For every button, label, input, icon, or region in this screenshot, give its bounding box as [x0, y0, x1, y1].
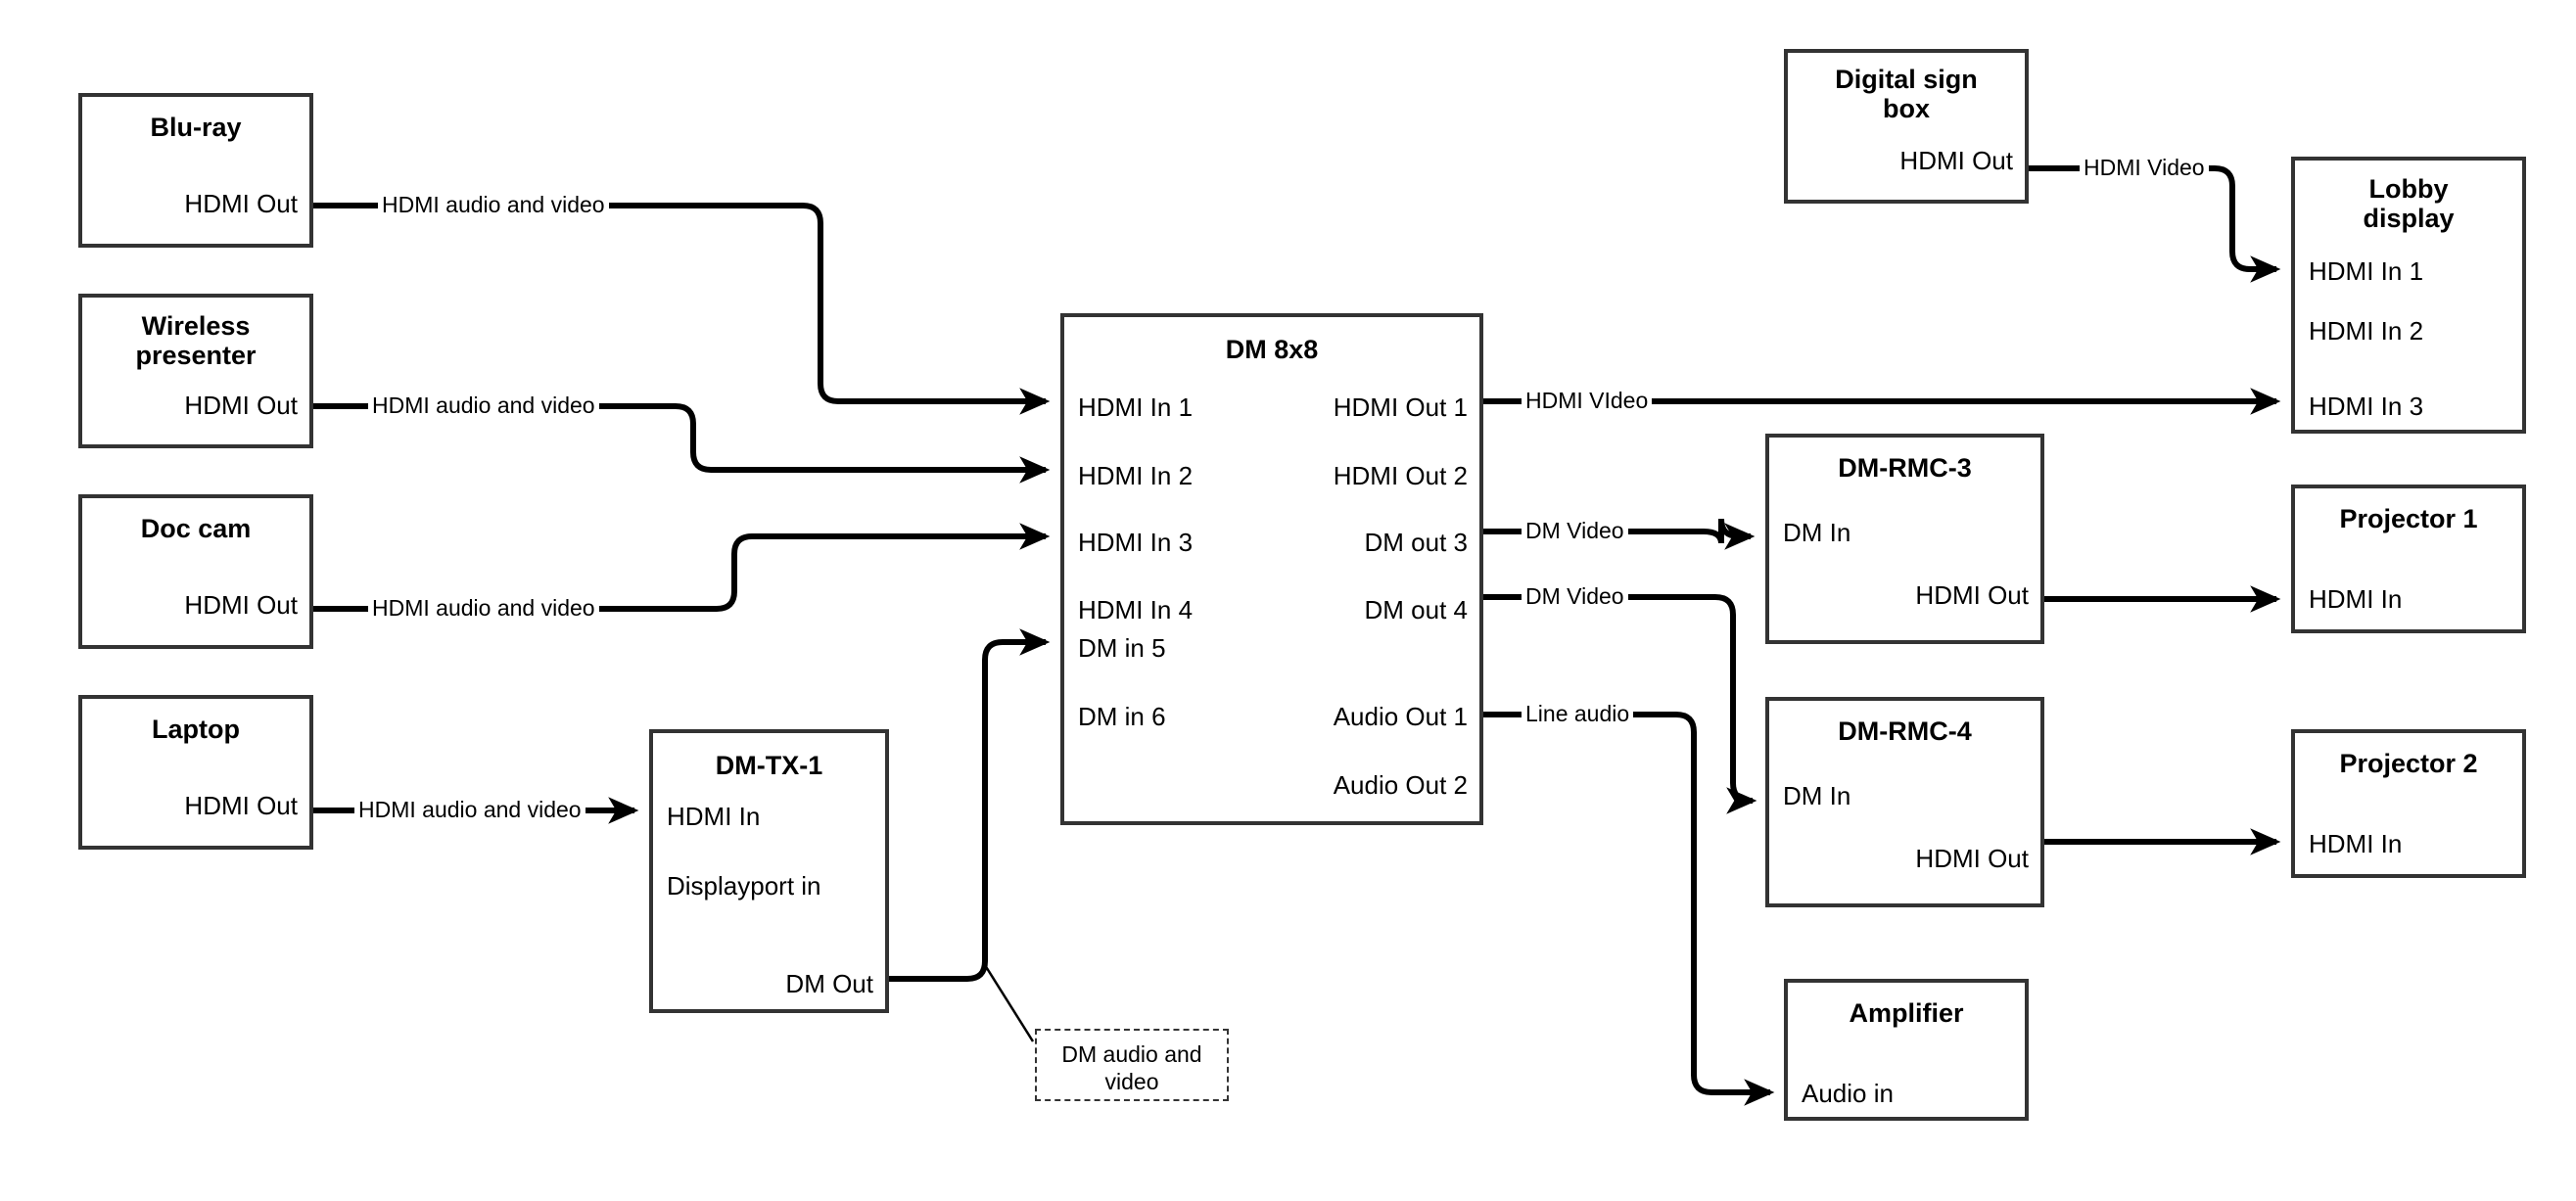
node-title-dm-rmc-3: DM-RMC-3: [1838, 453, 1972, 483]
port-dm-rmc-3-hdmi-out[interactable]: HDMI Out: [1915, 580, 2029, 610]
port-dm-rmc-3-dm-in[interactable]: DM In: [1783, 518, 1851, 547]
port-dm-8x8-hdmi-in-4[interactable]: HDMI In 4: [1078, 595, 1194, 624]
port-dm-8x8-hdmi-out-2[interactable]: HDMI Out 2: [1333, 461, 1468, 490]
node-laptop[interactable]: Laptop HDMI Out: [78, 695, 313, 850]
node-title-lobby-display: Lobby display: [2363, 174, 2455, 234]
port-dm-8x8-dm-out-4[interactable]: DM out 4: [1364, 595, 1469, 624]
note-text: DM audio and video: [1061, 1041, 1202, 1095]
wire-label-dm-out-4-to-rmc4: DM Video: [1522, 585, 1628, 608]
port-lobby-display-hdmi-in-3[interactable]: HDMI In 3: [2309, 392, 2424, 421]
port-lobby-display-hdmi-in-2[interactable]: HDMI In 2: [2309, 316, 2424, 346]
wire-label-wireless-to-hdmi-in-2: HDMI audio and video: [368, 394, 599, 417]
wire-label-bluray-to-hdmi-in-1: HDMI audio and video: [378, 194, 609, 216]
node-dm-rmc-3[interactable]: DM-RMC-3 DM In HDMI Out: [1765, 434, 2044, 644]
node-dm-tx-1[interactable]: DM-TX-1 HDMI In Displayport in DM Out: [649, 729, 889, 1013]
node-title-wireless-presenter: Wireless presenter: [135, 311, 257, 371]
port-laptop-hdmi-out[interactable]: HDMI Out: [184, 791, 298, 820]
wire-digsign-to-lobby-hdmi-in-1: [2029, 165, 2281, 283]
port-lobby-display-hdmi-in-1[interactable]: HDMI In 1: [2309, 256, 2424, 286]
node-blu-ray[interactable]: Blu-ray HDMI Out: [78, 93, 313, 248]
wire-label-dm-out-3-to-rmc3: DM Video: [1522, 520, 1628, 542]
node-title-doc-cam: Doc cam: [140, 514, 252, 543]
wire-dmtx-to-dm-in-5: [889, 628, 1051, 982]
node-title-dm-8x8: DM 8x8: [1225, 335, 1319, 364]
port-amplifier-audio-in[interactable]: Audio in: [1802, 1079, 1894, 1108]
port-digital-sign-box-hdmi-out[interactable]: HDMI Out: [1899, 146, 2013, 175]
port-projector-2-hdmi-in[interactable]: HDMI In: [2309, 829, 2403, 858]
node-title-blu-ray: Blu-ray: [150, 113, 242, 142]
node-amplifier[interactable]: Amplifier Audio in: [1784, 979, 2029, 1121]
wire-label-audio-out-1-to-amplifier: Line audio: [1522, 703, 1634, 725]
node-title-laptop: Laptop: [152, 715, 240, 744]
port-dm-tx-1-hdmi-in[interactable]: HDMI In: [667, 802, 761, 831]
port-dm-8x8-dm-in-5[interactable]: DM in 5: [1078, 633, 1166, 663]
port-doc-cam-hdmi-out[interactable]: HDMI Out: [184, 590, 298, 620]
wire-label-digsign-to-lobby: HDMI Video: [2080, 157, 2209, 179]
note-dm-audio-and-video: DM audio and video: [1035, 1029, 1229, 1101]
port-blu-ray-hdmi-out[interactable]: HDMI Out: [184, 189, 298, 218]
port-dm-rmc-4-dm-in[interactable]: DM In: [1783, 781, 1851, 810]
wire-bluray-to-hdmi-in-1: [313, 203, 1051, 415]
port-dm-tx-1-dm-out[interactable]: DM Out: [785, 969, 873, 998]
port-wireless-presenter-hdmi-out[interactable]: HDMI Out: [184, 391, 298, 420]
port-dm-8x8-hdmi-in-1[interactable]: HDMI In 1: [1078, 393, 1194, 422]
wire-dm-out-4-to-rmc4-dm-in: [1483, 594, 1757, 814]
node-digital-sign-box[interactable]: Digital sign box HDMI Out: [1784, 49, 2029, 204]
leader-line-dm-audio-video-note: [983, 964, 1035, 1042]
port-dm-8x8-hdmi-in-3[interactable]: HDMI In 3: [1078, 528, 1194, 557]
port-dm-8x8-hdmi-out-1[interactable]: HDMI Out 1: [1333, 393, 1468, 422]
wire-label-hdmi-out-1-to-lobby: HDMI VIdeo: [1522, 390, 1653, 412]
node-title-projector-1: Projector 1: [2339, 504, 2478, 533]
port-dm-tx-1-displayport-in[interactable]: Displayport in: [667, 871, 821, 901]
node-title-amplifier: Amplifier: [1849, 998, 1964, 1028]
node-title-dm-rmc-4: DM-RMC-4: [1838, 716, 1972, 746]
node-dm-rmc-4[interactable]: DM-RMC-4 DM In HDMI Out: [1765, 697, 2044, 907]
node-wireless-presenter[interactable]: Wireless presenter HDMI Out: [78, 294, 313, 448]
node-dm-8x8[interactable]: DM 8x8 HDMI In 1 HDMI In 2 HDMI In 3 HDM…: [1060, 313, 1483, 825]
port-dm-8x8-audio-out-1[interactable]: Audio Out 1: [1333, 702, 1468, 731]
node-title-projector-2: Projector 2: [2339, 749, 2478, 778]
node-title-dm-tx-1: DM-TX-1: [715, 751, 823, 780]
port-dm-rmc-4-hdmi-out[interactable]: HDMI Out: [1915, 844, 2029, 873]
port-projector-1-hdmi-in[interactable]: HDMI In: [2309, 584, 2403, 614]
port-dm-8x8-dm-in-6[interactable]: DM in 6: [1078, 702, 1166, 731]
port-dm-8x8-hdmi-in-2[interactable]: HDMI In 2: [1078, 461, 1194, 490]
wire-audio-out-1-to-amplifier: [1483, 712, 1775, 1106]
port-dm-8x8-dm-out-3[interactable]: DM out 3: [1364, 528, 1469, 557]
node-projector-2[interactable]: Projector 2 HDMI In: [2291, 729, 2526, 878]
node-lobby-display[interactable]: Lobby display HDMI In 1 HDMI In 2 HDMI I…: [2291, 157, 2526, 434]
node-projector-1[interactable]: Projector 1 HDMI In: [2291, 485, 2526, 633]
port-dm-8x8-audio-out-2[interactable]: Audio Out 2: [1333, 770, 1468, 800]
node-title-digital-sign-box: Digital sign box: [1835, 65, 1978, 124]
wire-label-doccam-to-hdmi-in-3: HDMI audio and video: [368, 597, 599, 620]
node-doc-cam[interactable]: Doc cam HDMI Out: [78, 494, 313, 649]
wire-label-laptop-to-dmtx: HDMI audio and video: [354, 799, 585, 821]
